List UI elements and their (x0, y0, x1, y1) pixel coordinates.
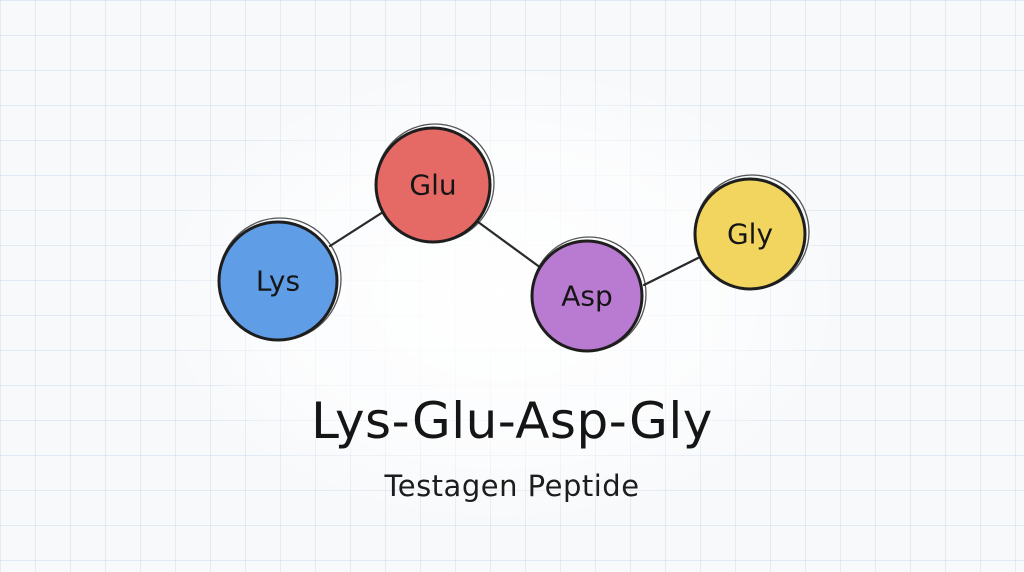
amino-acid-node-gly: Gly (693, 174, 810, 291)
node-label: Asp (561, 280, 613, 313)
node-sketch-outline (694, 174, 810, 290)
node-label: Lys (256, 265, 300, 298)
node-sketch-outline (375, 123, 495, 243)
amino-acid-node-glu: Glu (374, 123, 495, 244)
amino-acid-node-lys: Lys (217, 217, 342, 342)
peptide-chain-diagram: Lys Glu Asp Gly (217, 123, 810, 353)
peptide-sequence-title: Lys-Glu-Asp-Gly (311, 392, 713, 450)
bonds-layer (328, 210, 700, 287)
peptide-name-subtitle: Testagen Peptide (384, 469, 640, 503)
bond-asp-gly (642, 256, 700, 287)
node-sketch-outline (531, 236, 647, 352)
node-sketch-outline (218, 217, 342, 341)
node-label: Glu (409, 169, 456, 202)
node-label: Gly (727, 218, 773, 251)
bond-glu-asp (472, 217, 543, 270)
amino-acid-node-asp: Asp (530, 236, 647, 353)
bond-lys-glu (328, 210, 385, 248)
